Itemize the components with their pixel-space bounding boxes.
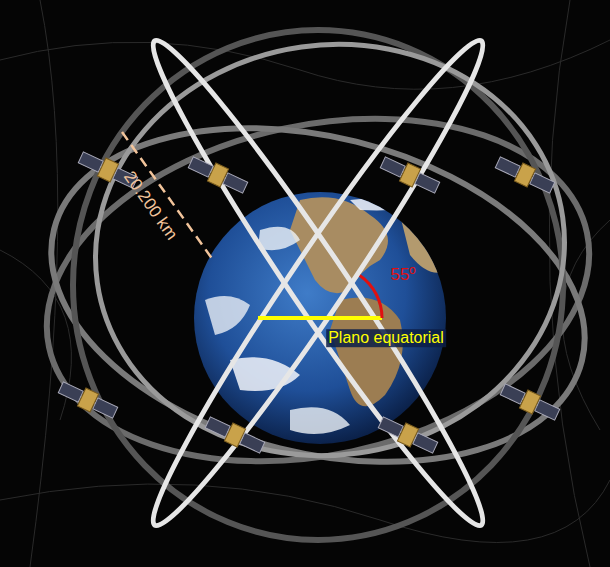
equatorial-line [258,316,382,320]
satellites [57,148,562,456]
angle-label: 55º [388,266,417,285]
orbit-rings [15,14,610,540]
inclined-orbits [132,25,505,540]
plane-label: Plano equatorial [326,329,446,347]
inclination-arc [360,275,382,318]
